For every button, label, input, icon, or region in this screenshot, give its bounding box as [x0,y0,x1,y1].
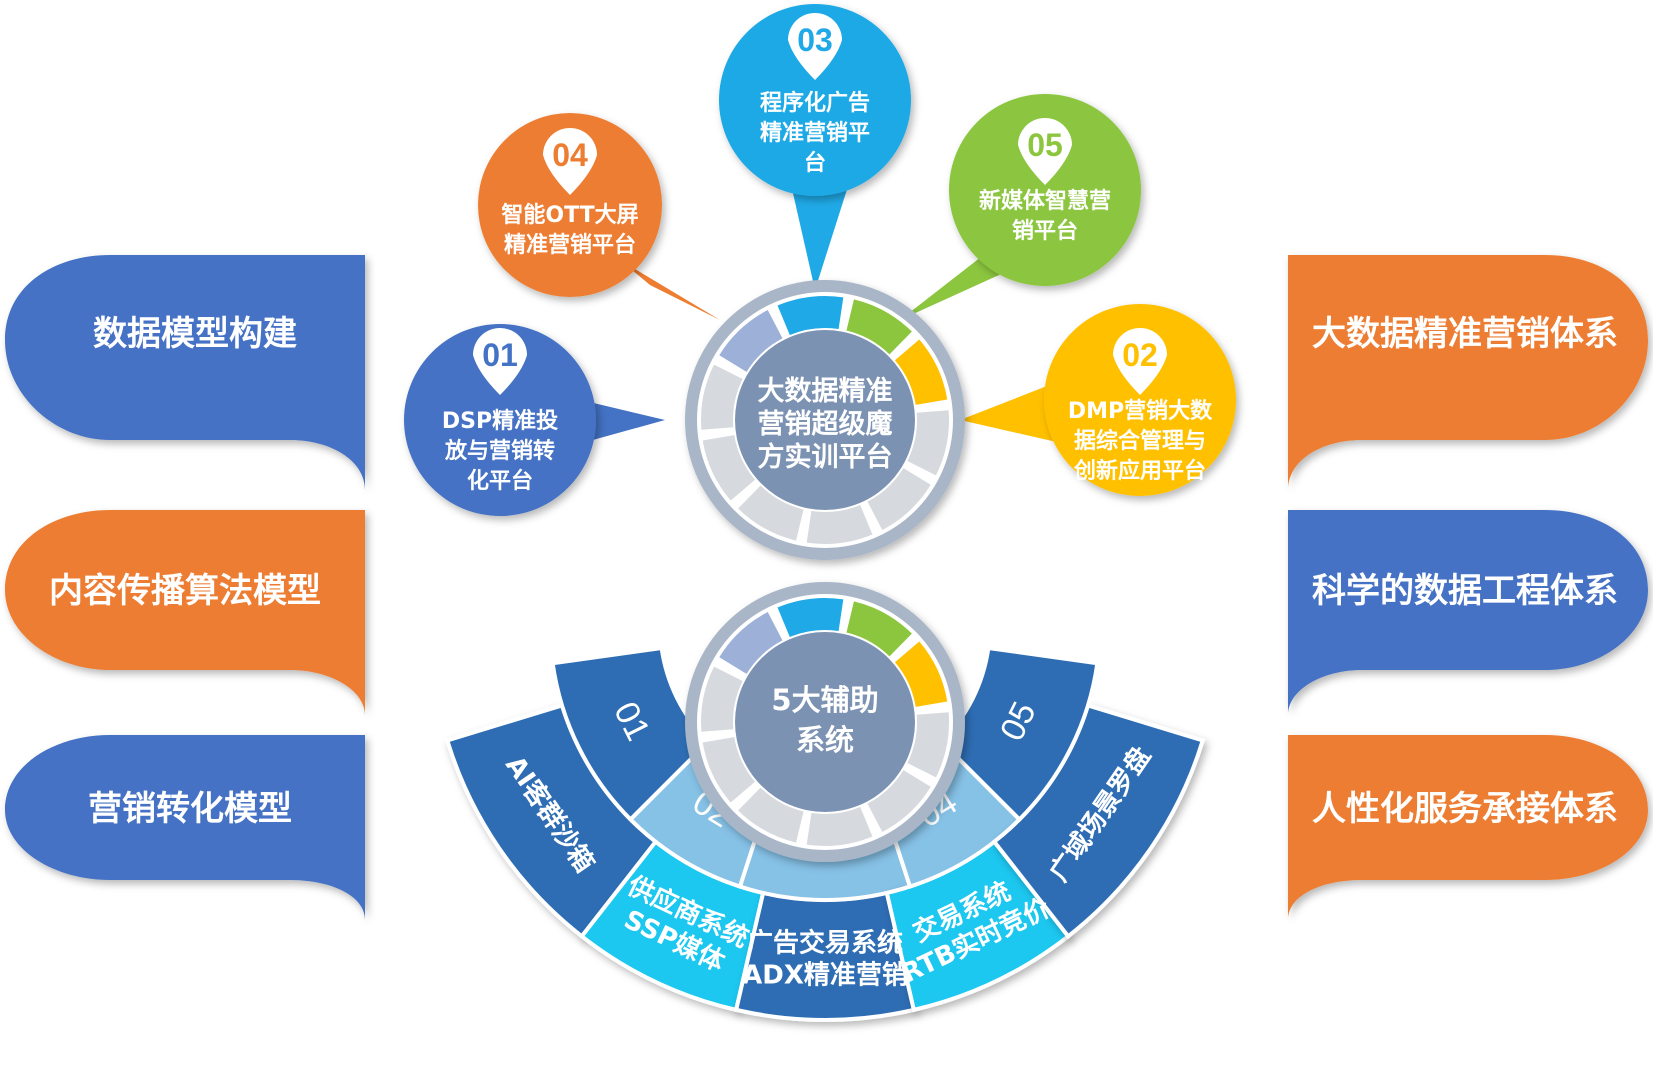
hub-top-ring-segment [701,364,743,430]
platform-04-label-line-1: 智能OTT大屏 [501,202,638,228]
hub-top-ring-segment [719,310,783,372]
hub-top-ring-segment [846,299,912,355]
platform-01-label-line-1: DSP精准投 [442,408,558,434]
map-pin-icon [1018,118,1072,185]
platform-03-tail [790,180,850,290]
hub-bottom-ring-segment [894,641,948,707]
platform-02-label-line-1: DMP营销大数 [1068,398,1213,424]
platform-02-number: 02 [1122,337,1158,373]
hub-top-ring-segment [738,485,804,541]
system-03-label-line-1: ADX精准营销 [742,961,908,991]
hub-top-ring-segment [806,504,873,544]
hub-bottom-ring-segment [846,601,912,657]
left-panel-1-shape [5,255,365,490]
hub-top-ring-segment [907,410,949,476]
hub-bottom-ring-segment [701,666,743,732]
hub-bottom-line-1: 5大辅助 [771,683,878,717]
platform-04-number: 04 [552,137,588,173]
platform-03-label-line-2: 精准营销平 [760,120,870,146]
right-panel-1: 大数据精准营销体系 [1288,255,1648,490]
right-panel-1-shape [1288,255,1648,490]
platform-03-bubble [719,4,911,196]
map-pin-icon [543,128,597,195]
hub-top-ring-segment [702,435,756,501]
hub-top-line-3: 方实训平台 [758,441,893,473]
platform-02-label-line-3: 创新应用平台 [1073,458,1206,484]
platform-01-bubble [404,324,596,516]
map-pin-icon [1113,328,1167,395]
hub-bottom-line-2: 系统 [796,723,854,757]
left-panel-3: 营销转化模型 [5,735,365,920]
hub-top: 大数据精准 营销超级魔 方实训平台 [685,280,965,560]
right-panel-2: 科学的数据工程体系 [1288,510,1648,715]
hub-bottom: 5大辅助 系统 [685,582,965,862]
hub-top-ring [685,280,965,560]
platform-01-number: 01 [482,337,518,373]
right-panel-2-shape [1288,510,1648,715]
platform-01-label-line-3: 化平台 [467,468,533,494]
platform-05-label-line-1: 新媒体智慧营 [979,188,1111,214]
platform-04-bubble [478,113,662,297]
platform-02-bubble [1044,304,1236,496]
left-panel-3-label: 营销转化模型 [88,789,292,829]
right-panel-1-label: 大数据精准营销体系 [1312,314,1618,354]
hub-bottom-ring-segment [806,806,873,846]
systems-fan: 01AI客群沙箱02SSP媒体供应商系统03ADX精准营销广告交易系统04RTB… [444,645,1206,1022]
hub-bottom-ring-segment [907,712,949,778]
platform-05-number: 05 [1027,127,1063,163]
hub-bottom-ring [685,582,965,862]
left-panel-1-label: 数据模型构建 [93,314,297,354]
platform-03-number: 03 [797,22,833,58]
hub-bottom-ring-segment [867,770,931,832]
hub-bottom-ring-segment [719,612,783,674]
map-pin-icon [473,328,527,395]
left-panel-1: 数据模型构建 [5,255,365,490]
left-panel-2-shape [5,510,365,715]
map-pin-icon [788,13,842,80]
right-panel-3: 人性化服务承接体系 [1288,735,1648,920]
platform-05-tail [900,250,1010,320]
platform-03-label-line-3: 台 [804,150,826,176]
hub-top-line-1: 大数据精准 [758,376,893,407]
hub-top-ring-segment [867,468,931,530]
platform-04-label-line-2: 精准营销平台 [504,232,636,258]
right-panel-2-label: 科学的数据工程体系 [1312,571,1618,611]
hub-bottom-ring-segment [738,787,804,843]
hub-top-ring-segment [777,295,844,336]
right-panel-3-label: 人性化服务承接体系 [1312,789,1618,829]
system-03-label-line-2: 广告交易系统 [747,928,903,959]
hub-top-ring-segment [894,339,948,405]
system-05-inner-segment [938,645,1100,823]
hub-bottom-ring-segment [702,737,756,803]
right-panel-3-shape [1288,735,1648,920]
platform-03-label-line-1: 程序化广告 [760,90,870,116]
hub-bottom-ring-segment [777,597,844,638]
left-panel-2-label: 内容传播算法模型 [49,571,321,611]
platform-05-bubble [949,94,1141,286]
left-panel-3-shape [5,735,365,920]
platform-04-tail [620,260,720,320]
platform-02-label-line-2: 据综合管理与 [1074,428,1206,454]
hub-top-core [735,330,915,510]
platform-05-label-line-2: 销平台 [1012,218,1078,244]
left-panel-2: 内容传播算法模型 [5,510,365,715]
hub-bottom-core [735,632,915,812]
hub-top-line-2: 营销超级魔 [758,408,893,440]
platform-01-label-line-2: 放与营销转 [444,438,555,464]
